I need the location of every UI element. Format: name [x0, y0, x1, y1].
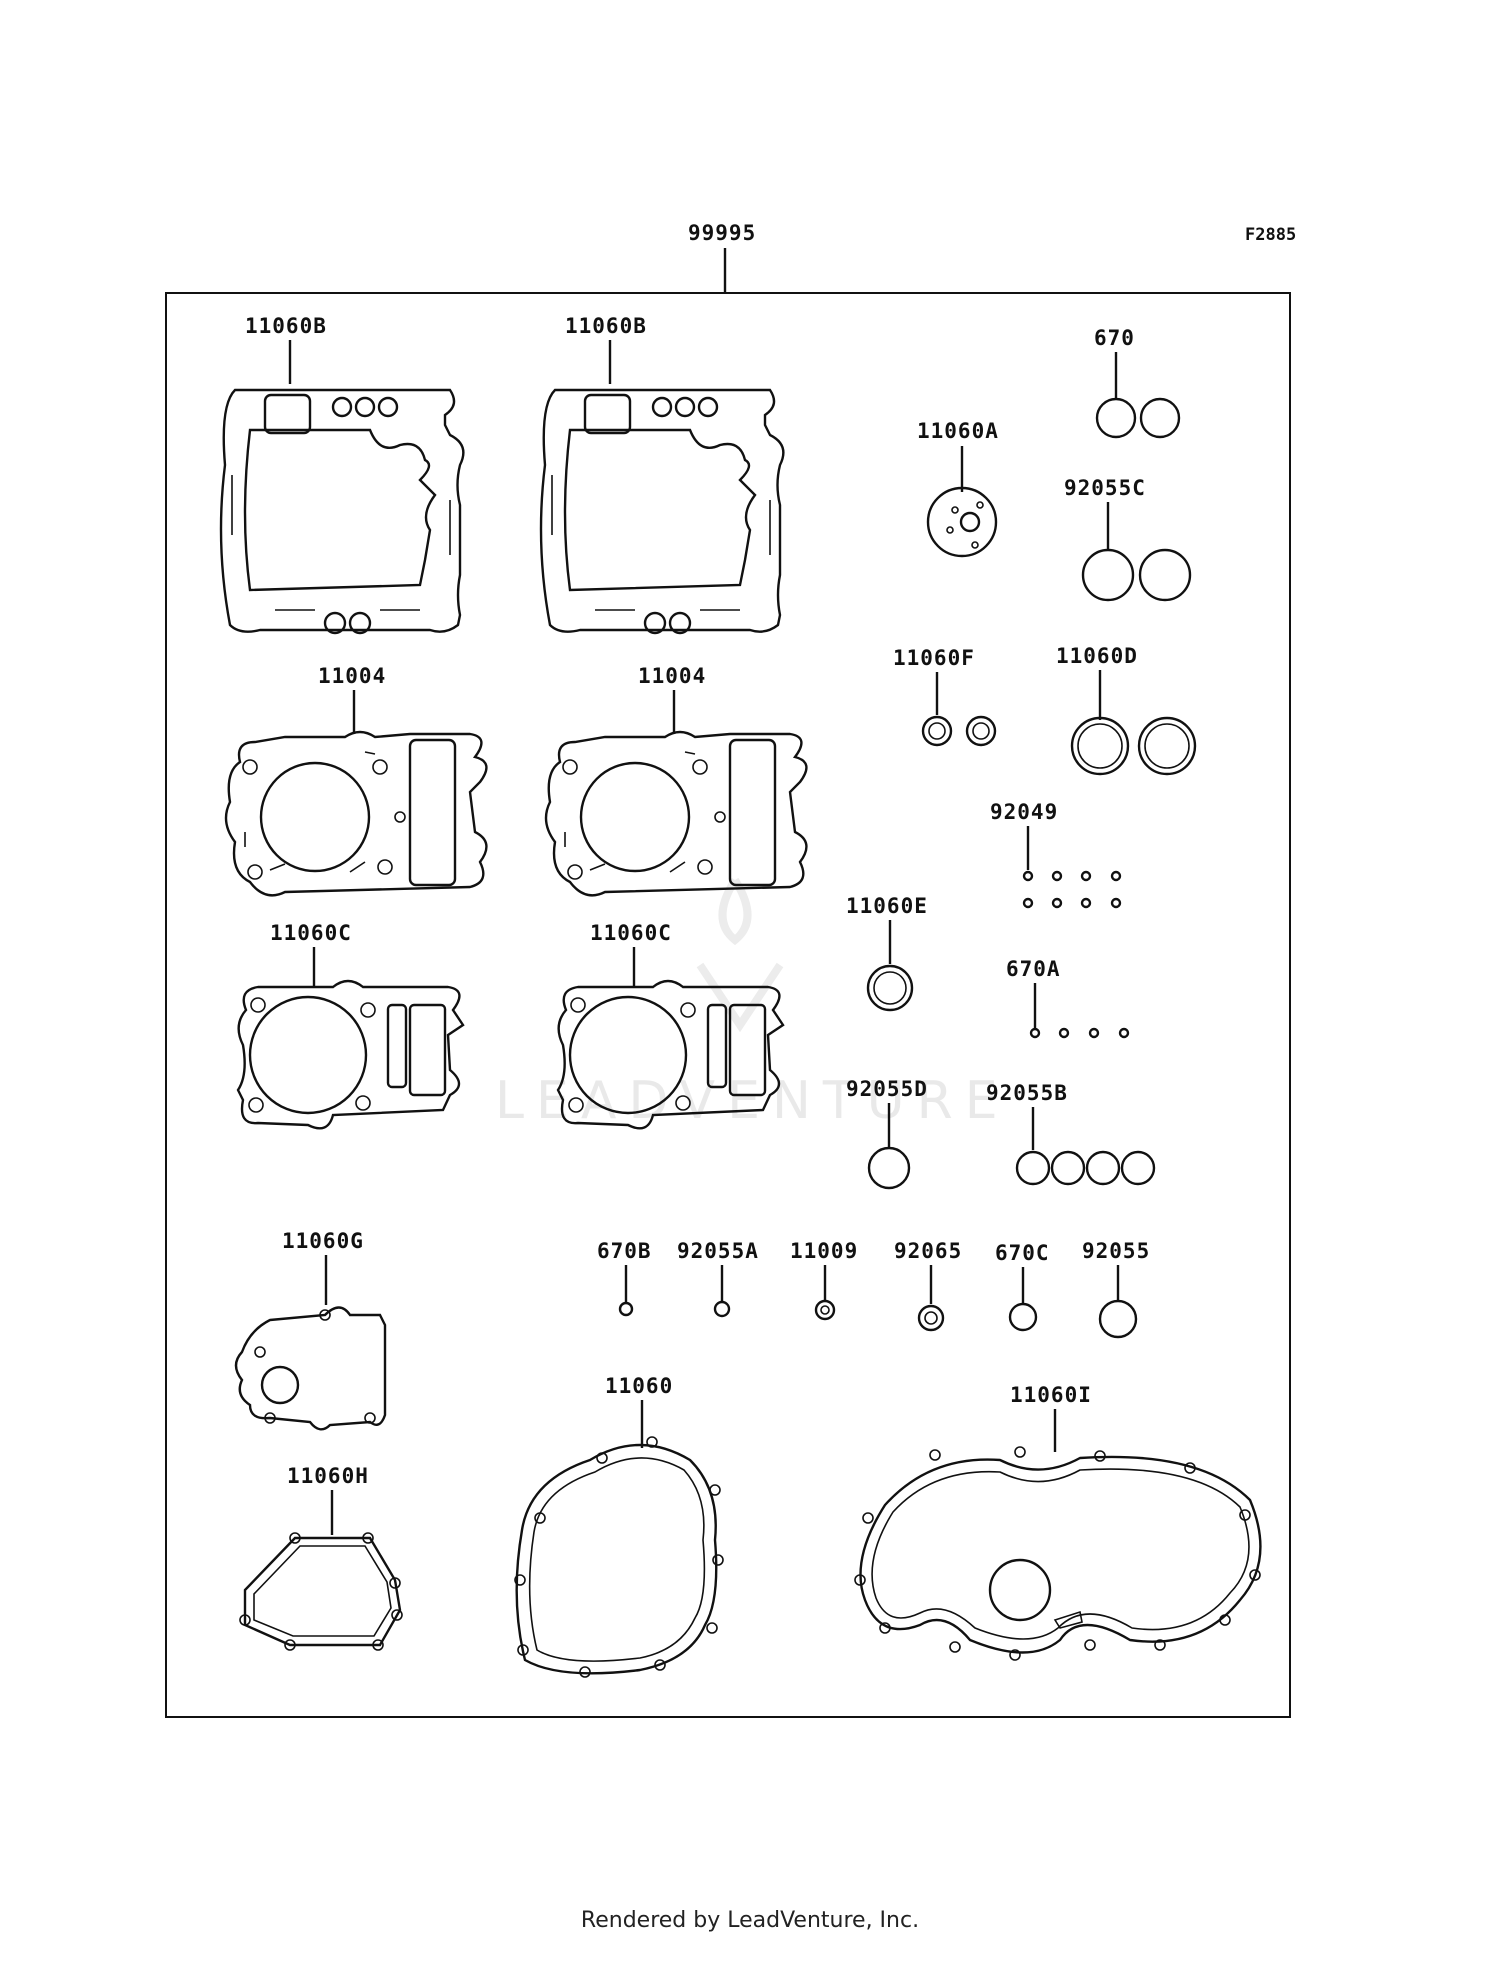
head-cover-gasket-left[interactable]	[219, 388, 465, 635]
part-label-92065[interactable]: 92065	[894, 1239, 962, 1263]
watermark-text: LEADVENTURE	[495, 1071, 1010, 1131]
kit-frame	[165, 292, 1291, 1718]
part-label-92055C[interactable]: 92055C	[1064, 476, 1146, 500]
o-ring-92055D[interactable]	[867, 1146, 911, 1190]
part-label-11060H[interactable]: 11060H	[287, 1464, 369, 1488]
part-label-11060B-left[interactable]: 11060B	[245, 314, 327, 338]
part-label-92055[interactable]: 92055	[1082, 1239, 1150, 1263]
o-ring-92055C-b[interactable]	[1138, 548, 1192, 602]
part-label-11060G[interactable]: 11060G	[282, 1229, 364, 1253]
cylinder-head-gasket-left[interactable]	[224, 730, 488, 897]
part-label-11060I[interactable]: 11060I	[1010, 1383, 1092, 1407]
part-label-11060D[interactable]: 11060D	[1056, 644, 1138, 668]
gasket-11060G[interactable]	[234, 1306, 387, 1431]
gasket-11060H[interactable]	[239, 1532, 403, 1651]
gasket-11060F-a[interactable]	[921, 715, 953, 747]
part-label-670[interactable]: 670	[1094, 326, 1135, 350]
part-label-11060A[interactable]: 11060A	[917, 419, 999, 443]
o-ring-92055[interactable]	[1098, 1299, 1138, 1339]
clutch-cover-gasket-11060I[interactable]	[854, 1446, 1262, 1661]
part-label-11060F[interactable]: 11060F	[893, 646, 975, 670]
part-label-92055A[interactable]: 92055A	[677, 1239, 759, 1263]
cylinder-head-gasket-right[interactable]	[544, 730, 808, 897]
gasket-11060A[interactable]	[926, 486, 998, 558]
part-label-670A[interactable]: 670A	[1006, 957, 1061, 981]
part-label-92055D[interactable]: 92055D	[846, 1077, 928, 1101]
o-ring-670C[interactable]	[1008, 1302, 1038, 1332]
o-rings-92049[interactable]	[1022, 870, 1122, 909]
gasket-11060F-b[interactable]	[965, 715, 997, 747]
o-ring-670-b[interactable]	[1139, 397, 1181, 439]
o-ring-670B[interactable]	[618, 1301, 634, 1317]
cylinder-base-gasket-right[interactable]	[556, 979, 785, 1130]
o-ring-92055C-a[interactable]	[1081, 548, 1135, 602]
part-label-670C[interactable]: 670C	[995, 1241, 1050, 1265]
part-label-11060C-left[interactable]: 11060C	[270, 921, 352, 945]
part-label-11060C-right[interactable]: 11060C	[590, 921, 672, 945]
footer-credit: Rendered by LeadVenture, Inc.	[580, 1908, 920, 1933]
part-label-11004-right[interactable]: 11004	[638, 664, 706, 688]
head-cover-gasket-right[interactable]	[539, 388, 785, 635]
kit-label: 99995	[688, 221, 756, 245]
gasket-11009[interactable]	[814, 1299, 836, 1321]
part-label-11009[interactable]: 11009	[790, 1239, 858, 1263]
gasket-11060D-a[interactable]	[1070, 716, 1130, 776]
o-rings-670A[interactable]	[1029, 1027, 1130, 1039]
washer-92065[interactable]	[917, 1304, 945, 1332]
o-rings-92055B[interactable]	[1015, 1150, 1156, 1186]
part-label-11004-left[interactable]: 11004	[318, 664, 386, 688]
part-label-11060E[interactable]: 11060E	[846, 894, 928, 918]
o-ring-670-a[interactable]	[1095, 397, 1137, 439]
gasket-11060D-b[interactable]	[1137, 716, 1197, 776]
part-label-92055B[interactable]: 92055B	[986, 1081, 1068, 1105]
part-label-670B[interactable]: 670B	[597, 1239, 652, 1263]
part-label-11060B-right[interactable]: 11060B	[565, 314, 647, 338]
diagram-code: F2885	[1245, 225, 1296, 245]
crankcase-gasket-11060[interactable]	[514, 1436, 724, 1678]
part-label-92049[interactable]: 92049	[990, 800, 1058, 824]
gasket-11060E[interactable]	[866, 964, 914, 1012]
watermark-logo-icon	[696, 877, 784, 1033]
part-label-11060[interactable]: 11060	[605, 1374, 673, 1398]
o-ring-92055A[interactable]	[713, 1300, 731, 1318]
cylinder-base-gasket-left[interactable]	[236, 979, 465, 1130]
